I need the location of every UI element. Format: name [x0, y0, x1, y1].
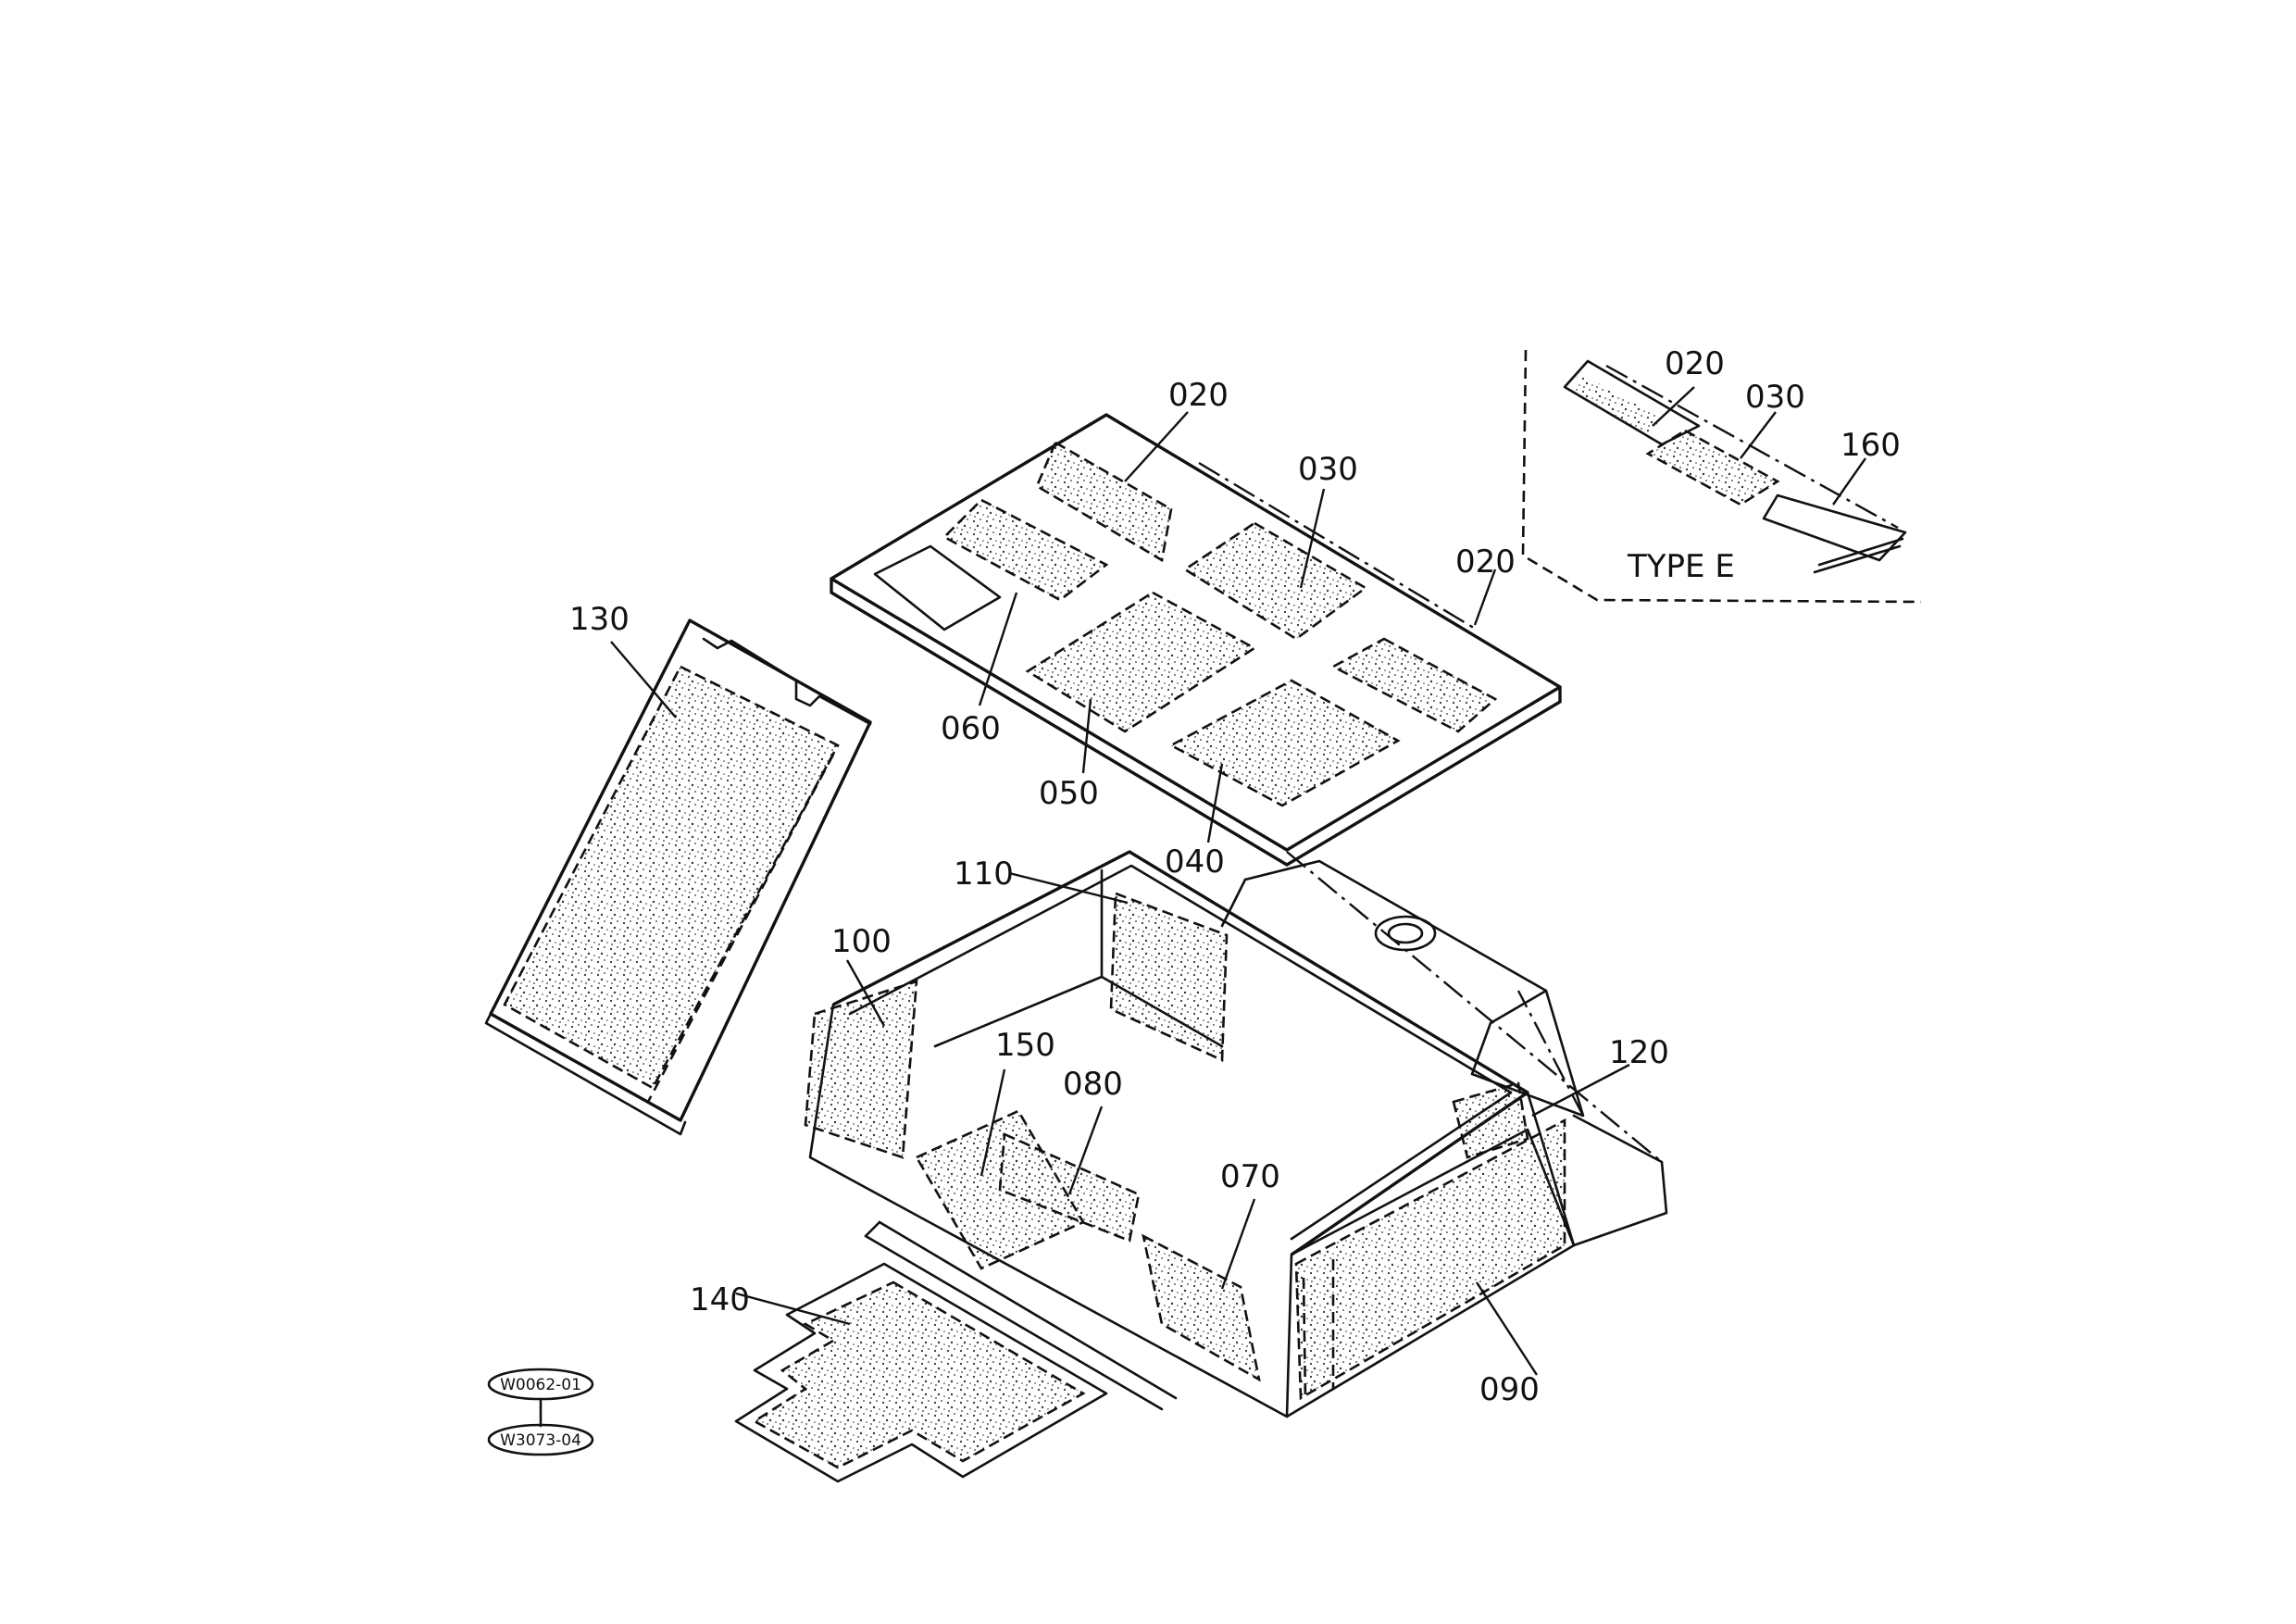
callout-050: 050	[1039, 775, 1099, 812]
body-insulation-pads	[804, 892, 1566, 1401]
callout-020-edge: 020	[1455, 543, 1516, 581]
callout-160-type-e: 160	[1841, 427, 1901, 464]
callout-100: 100	[831, 923, 892, 960]
reference-tag-w3073	[487, 1423, 594, 1456]
type-e-label: TYPE E	[1627, 548, 1735, 585]
callout-140: 140	[690, 1281, 750, 1318]
callout-040: 040	[1165, 843, 1225, 881]
callout-090: 090	[1479, 1371, 1540, 1408]
floor-mat	[734, 1220, 1178, 1483]
roof-insulation-pads	[942, 441, 1498, 807]
callout-080: 080	[1063, 1066, 1123, 1103]
type-e-inset: TYPE E	[1521, 349, 1922, 604]
callout-020-roof: 020	[1168, 377, 1229, 414]
roof-panel	[830, 413, 1562, 867]
callout-060: 060	[941, 710, 1001, 747]
callout-130: 130	[569, 601, 630, 638]
side-panel	[484, 618, 872, 1136]
callout-110: 110	[954, 856, 1014, 893]
callout-150: 150	[995, 1027, 1055, 1064]
reference-tag-w0062-text: W0062-01	[500, 1376, 581, 1394]
cab-body	[804, 850, 1668, 1418]
reference-tag-w3073-text: W3073-04	[500, 1431, 581, 1450]
callout-070: 070	[1220, 1158, 1280, 1195]
callout-030-type-e: 030	[1745, 379, 1805, 416]
callout-020-type-e: 020	[1665, 345, 1725, 382]
reference-tags: W0062-01 W3073-04	[487, 1368, 594, 1456]
callout-labels: 020 030 020 060 050 040 130 110 100 150 …	[569, 345, 1901, 1408]
callout-030-roof: 030	[1298, 451, 1358, 488]
callout-120: 120	[1609, 1034, 1669, 1071]
leader-lines	[610, 386, 1866, 1376]
